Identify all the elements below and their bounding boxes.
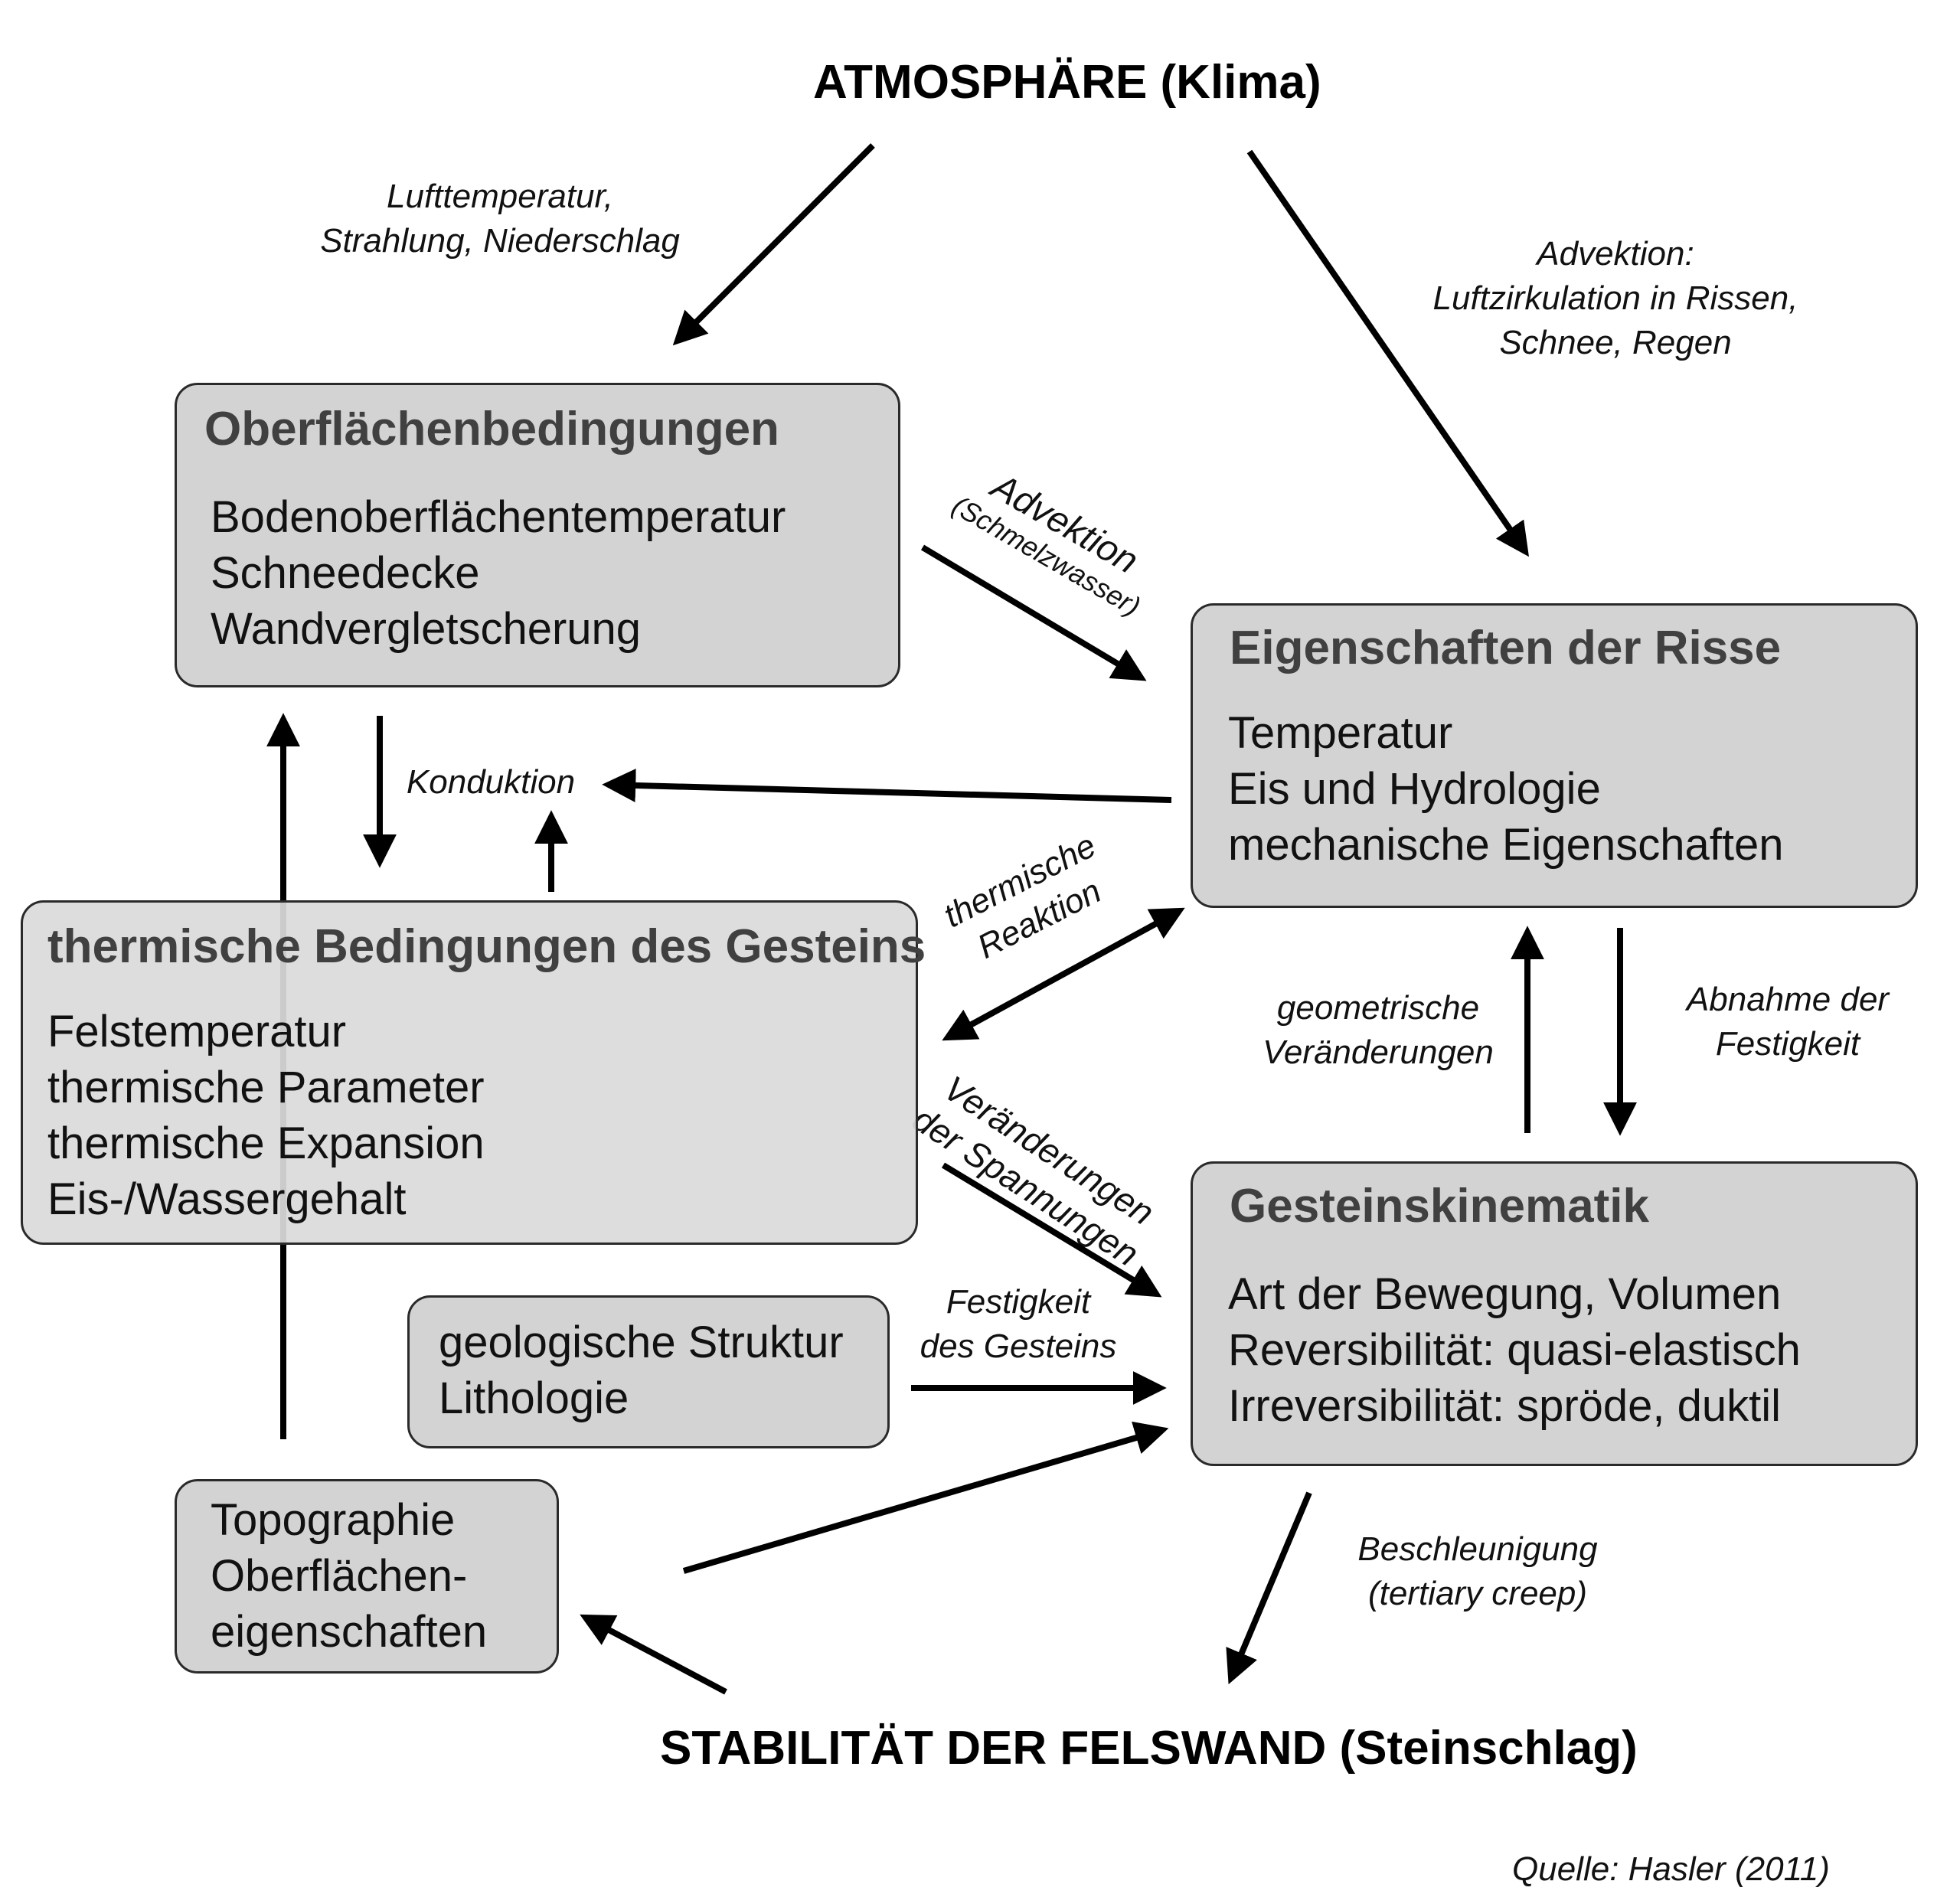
cracks-line: mechanische Eigenschaften: [1228, 820, 1784, 870]
label-rock-strength-line: Festigkeit: [946, 1283, 1091, 1321]
thermal-line: Felstemperatur: [47, 1007, 347, 1056]
label-rock-strength: Festigkeit des Gesteins: [888, 1280, 1148, 1369]
topography-line: Topographie: [211, 1495, 456, 1545]
surface-conditions-box: Oberflächenbedingungen Bodenoberflächent…: [175, 383, 900, 687]
arrow-atmosphere-to-cracks: [1246, 149, 1529, 557]
kinematics-line: Irreversibilität: spröde, duktil: [1228, 1381, 1782, 1431]
surface-line: Bodenoberflächentemperatur: [211, 492, 786, 542]
label-air-temperature-line: Strahlung, Niederschlag: [320, 222, 680, 260]
atmosphere-heading: ATMOSPHÄRE (Klima): [813, 56, 1321, 109]
surface-line: Wandvergletscherung: [211, 604, 642, 654]
rock-kinematics-title: Gesteinskinematik: [1230, 1180, 1649, 1233]
arrow-melt-advection: [920, 544, 1147, 681]
label-air-advection-line: Luftzirkulation in Rissen,: [1432, 279, 1798, 317]
arrow-acceleration: [1226, 1491, 1312, 1685]
cracks-line: Temperatur: [1228, 708, 1453, 758]
surface-line: Schneedecke: [211, 548, 480, 598]
kinematics-line: Art der Bewegung, Volumen: [1228, 1269, 1782, 1319]
arrow-stress-change: [941, 1162, 1162, 1298]
label-strength-decrease-line: Abnahme der: [1686, 981, 1890, 1018]
arrow-thermal-reaction: [942, 907, 1185, 1041]
label-geometric-change-line: Veränderungen: [1263, 1034, 1494, 1071]
geology-line: Lithologie: [439, 1373, 629, 1423]
source-citation: Quelle: Hasler (2011): [1512, 1850, 1830, 1888]
thermal-conditions-title: thermische Bedingungen des Gesteins: [47, 920, 926, 973]
topography-line: Oberflächen-: [211, 1551, 468, 1601]
label-acceleration: Beschleunigung (tertiary creep): [1325, 1527, 1631, 1616]
label-strength-decrease-line: Festigkeit: [1715, 1025, 1860, 1063]
crack-properties-title: Eigenschaften der Risse: [1230, 622, 1782, 674]
label-strength-decrease: Abnahme der Festigkeit: [1654, 978, 1922, 1066]
label-rock-strength-line: des Gesteins: [920, 1327, 1117, 1365]
surface-conditions-title: Oberflächenbedingungen: [204, 403, 779, 456]
label-conduction: Konduktion: [406, 763, 576, 801]
thermal-line: thermische Parameter: [47, 1063, 485, 1112]
topography-line: eigenschaften: [211, 1607, 488, 1657]
crack-properties-box: Eigenschaften der Risse Temperatur Eis u…: [1191, 603, 1918, 908]
thermal-line: thermische Expansion: [47, 1118, 485, 1168]
kinematics-line: Reversibilität: quasi-elastisch: [1228, 1325, 1801, 1375]
label-air-temperature: Lufttemperatur, Strahlung, Niederschlag: [297, 175, 703, 263]
arrow-cracks-to-conduction: [602, 768, 1172, 803]
thermal-line: Eis-/Wassergehalt: [47, 1174, 407, 1224]
geology-line: geologische Struktur: [439, 1318, 844, 1367]
label-geometric-change: geometrische Veränderungen: [1233, 986, 1524, 1075]
arrow-stability-to-topography: [580, 1614, 727, 1695]
cracks-line: Eis und Hydrologie: [1228, 764, 1601, 814]
arrow-atmosphere-to-surface: [672, 143, 875, 346]
stability-heading: STABILITÄT DER FELSWAND (Steinschlag): [660, 1722, 1638, 1775]
label-air-advection: Advektion: Luftzirkulation in Rissen, Sc…: [1401, 232, 1830, 365]
label-acceleration-line: Beschleunigung: [1357, 1530, 1598, 1568]
geology-box: geologische Struktur Lithologie: [407, 1295, 890, 1448]
arrow-topography-to-kinematics: [682, 1421, 1169, 1574]
label-air-temperature-line: Lufttemperatur,: [387, 178, 613, 215]
label-acceleration-line: (tertiary creep): [1367, 1575, 1588, 1612]
label-air-advection-line: Advektion:: [1537, 235, 1694, 273]
label-geometric-change-line: geometrische: [1276, 989, 1480, 1027]
label-air-advection-line: Schnee, Regen: [1499, 324, 1732, 361]
thermal-conditions-box: thermische Bedingungen des Gesteins Fels…: [21, 900, 926, 1245]
rock-kinematics-box: Gesteinskinematik Art der Bewegung, Volu…: [1191, 1161, 1918, 1466]
topography-box: Topographie Oberflächen- eigenschaften: [175, 1479, 559, 1674]
